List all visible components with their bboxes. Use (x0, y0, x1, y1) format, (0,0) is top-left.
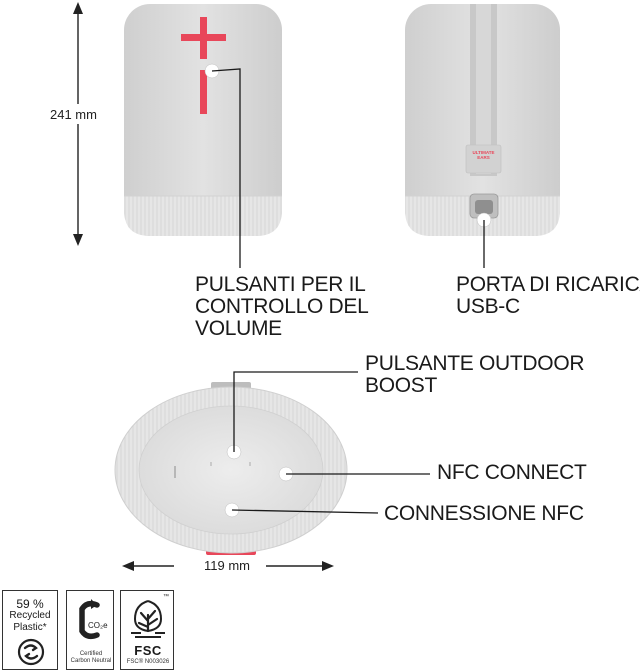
recycled-line2: Plastic* (13, 622, 47, 633)
outdoor-boost-callout: PULSANTE OUTDOOR BOOST (365, 352, 585, 397)
carbon-line2: Carbon Neutral (70, 658, 112, 664)
recycle-icon (17, 638, 45, 666)
speaker-top-view (114, 382, 348, 555)
fsc-tm: ™ (163, 594, 169, 600)
recycled-percent: 59 % (16, 597, 44, 611)
height-label: 241 mm (50, 107, 97, 122)
recycled-plastic-badge: 59 % Recycled Plastic* (2, 590, 58, 670)
speaker-back-view (405, 4, 560, 236)
height-dimension-arrow (44, 2, 108, 246)
depth-dimension-arrow (122, 556, 334, 576)
charging-leader-line (476, 212, 492, 268)
carbon-line1: Certified (79, 651, 103, 657)
plus-icon (181, 17, 226, 59)
nfc-connection-leader-line (224, 502, 379, 518)
volume-buttons-callout: PULSANTI PER IL CONTROLLO DEL VOLUME (195, 273, 369, 340)
charging-port-callout: PORTA DI RICARICA USB-C (456, 273, 640, 318)
carbon-c-icon (79, 599, 100, 640)
carbon-neutral-badge: CO₂e Certified Carbon Neutral (66, 590, 114, 670)
nfc-connection-callout: CONNESSIONE NFC (384, 502, 584, 525)
fsc-code: FSC® N003026 (126, 659, 170, 665)
volume-leader-line (204, 63, 241, 268)
depth-label: 119 mm (204, 558, 250, 573)
minus-icon (200, 70, 207, 114)
nfc-connect-callout: NFC CONNECT (437, 461, 587, 484)
fsc-tree-icon (131, 600, 165, 638)
nfc-connect-leader-line (278, 466, 430, 482)
fsc-badge: ™ FSC FSC® N003026 (120, 590, 174, 670)
speaker-front-view (124, 4, 282, 236)
outdoor-boost-leader-line (226, 371, 358, 460)
strap-tag: ULTIMATE EARS (472, 150, 495, 160)
carbon-symbol: CO₂e (88, 621, 108, 630)
recycled-line1: Recycled (9, 610, 51, 621)
fsc-label: FSC (134, 643, 162, 658)
